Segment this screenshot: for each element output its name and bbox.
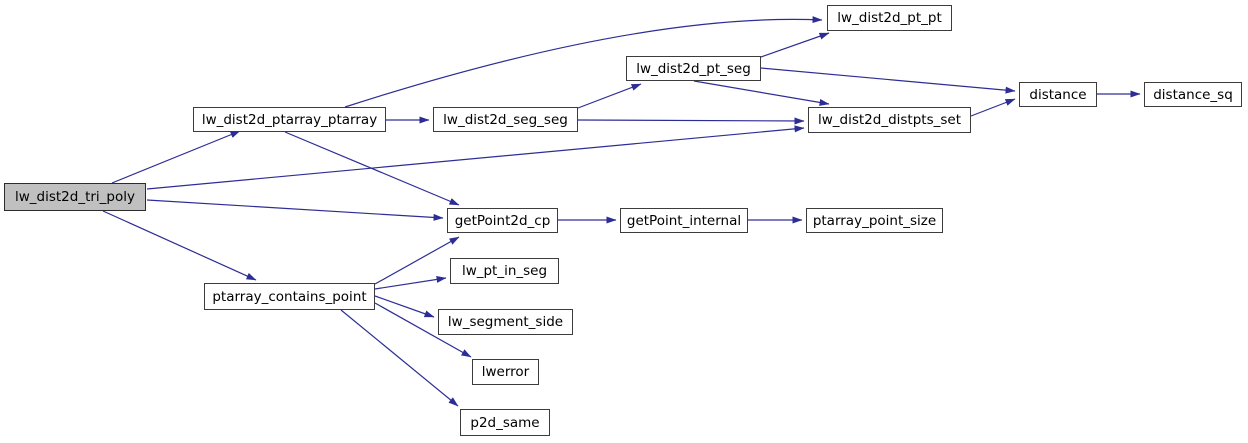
node-label: lw_segment_side — [447, 314, 564, 330]
edge-ptarray_ptarray-to-pt_pt — [344, 16, 823, 108]
node-distance_sq[interactable]: distance_sq — [1144, 82, 1242, 107]
node-label: lw_dist2d_tri_poly — [14, 189, 135, 205]
node-label: lw_dist2d_ptarray_ptarray — [201, 111, 378, 128]
node-label: lwerror — [481, 364, 530, 380]
edge-tri_poly-to-ptarray_ptarray — [111, 130, 241, 184]
node-lw_dist2d_tri_poly[interactable]: lw_dist2d_tri_poly — [4, 183, 146, 211]
edge-ptarray_contains_point-to-getPoint2d_cp — [374, 236, 460, 285]
edge-pt_seg-to-distpts_set — [693, 80, 830, 106]
node-label: lw_pt_in_seg — [461, 263, 548, 279]
node-label: ptarray_contains_point — [212, 288, 367, 305]
node-getPoint2d_cp[interactable]: getPoint2d_cp — [447, 208, 558, 233]
node-lwerror[interactable]: lwerror — [472, 359, 539, 385]
edge-pt_seg-to-distance — [760, 67, 1016, 94]
node-lw_dist2d_pt_seg[interactable]: lw_dist2d_pt_seg — [626, 56, 761, 81]
edge-ptarray_contains_point-to-lw_segment_side — [374, 295, 435, 318]
node-ptarray_point_size[interactable]: ptarray_point_size — [806, 208, 943, 233]
node-lw_dist2d_distpts_set[interactable]: lw_dist2d_distpts_set — [808, 107, 971, 133]
edge-ptarray_ptarray-to-getPoint2d_cp — [284, 131, 460, 206]
node-label: lw_dist2d_seg_seg — [443, 111, 568, 128]
node-label: lw_dist2d_distpts_set — [817, 112, 962, 128]
edge-tri_poly-to-distpts_set — [146, 125, 805, 190]
node-getPoint_internal[interactable]: getPoint_internal — [620, 208, 748, 233]
node-lw_dist2d_pt_pt[interactable]: lw_dist2d_pt_pt — [827, 5, 952, 31]
node-ptarray_contains_point[interactable]: ptarray_contains_point — [204, 283, 375, 310]
edge-pt_seg-to-pt_pt — [760, 32, 830, 58]
edge-tri_poly-to-getPoint2d_cp — [146, 199, 444, 221]
edge-seg_seg-to-distpts_set — [577, 117, 805, 125]
node-lw_dist2d_ptarray_ptarray[interactable]: lw_dist2d_ptarray_ptarray — [193, 107, 386, 132]
edge-ptarray_contains_point-to-p2d_same — [340, 309, 459, 407]
node-label: lw_dist2d_pt_pt — [837, 10, 942, 26]
node-lw_segment_side[interactable]: lw_segment_side — [438, 309, 573, 335]
node-lw_dist2d_seg_seg[interactable]: lw_dist2d_seg_seg — [433, 107, 578, 132]
node-label: distance_sq — [1153, 86, 1233, 103]
node-lw_pt_in_seg[interactable]: lw_pt_in_seg — [450, 258, 559, 284]
node-label: getPoint_internal — [626, 212, 742, 229]
node-label: distance — [1029, 86, 1087, 103]
node-label: lw_dist2d_pt_seg — [636, 60, 751, 77]
node-label: getPoint2d_cp — [454, 212, 551, 229]
edge-tri_poly-to-ptarray_contains_point — [102, 210, 257, 281]
node-label: ptarray_point_size — [812, 212, 937, 229]
edge-ptarray_contains_point-to-lwerror — [374, 302, 472, 358]
node-distance[interactable]: distance — [1019, 82, 1097, 107]
node-label: p2d_same — [470, 414, 540, 431]
node-p2d_same[interactable]: p2d_same — [460, 409, 550, 436]
edge-ptarray_contains_point-to-lw_pt_in_seg — [374, 275, 447, 290]
edge-seg_seg-to-pt_seg — [577, 83, 642, 109]
edge-distpts_set-to-distance — [970, 98, 1016, 117]
